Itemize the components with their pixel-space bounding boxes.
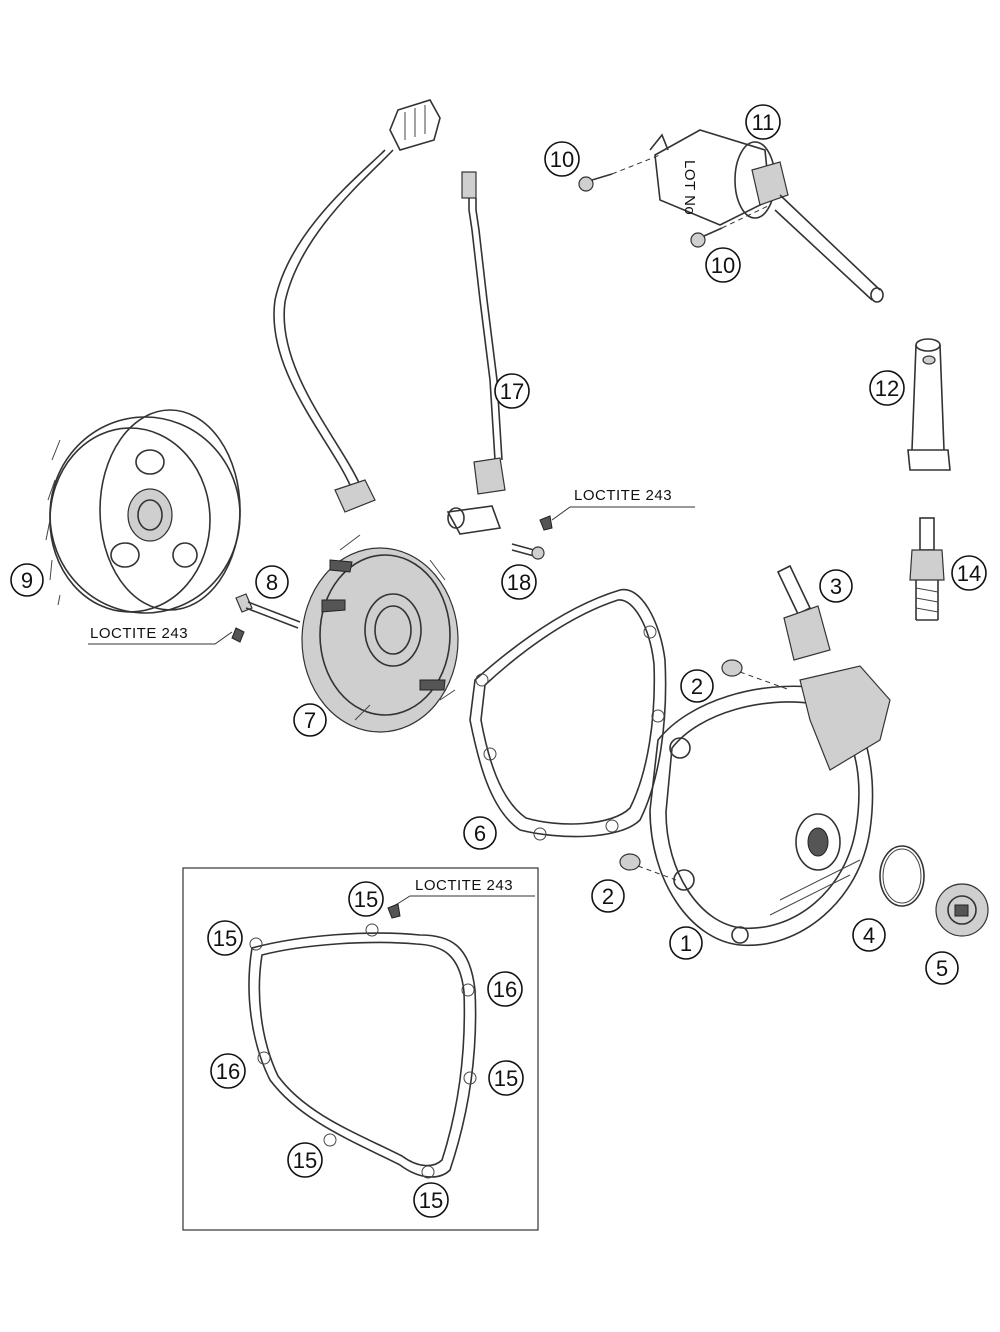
callout-circle [10,563,44,597]
callout-number: 15 [354,887,378,912]
callout-16: 16 [487,971,523,1007]
dowel-pins [619,659,791,881]
stator-bolt [231,593,301,643]
ignition-coil: LOT No [649,129,884,303]
callout-circle [819,569,853,603]
callout-circle [463,816,497,850]
callout-circle [925,951,959,985]
callout-circle [210,1053,246,1089]
callout-circle [501,564,537,600]
inset-gasket-panel [182,867,539,1231]
callout-8: 8 [255,565,289,599]
callout-10: 10 [544,141,580,177]
callout-circle [669,926,703,960]
cover-bracket [776,564,831,661]
callout-number: 9 [21,568,33,593]
callout-circle [745,104,781,140]
callout-15: 15 [287,1142,323,1178]
cover-plug [935,883,989,937]
svg-text:LOCTITE 243: LOCTITE 243 [415,877,513,894]
callout-17: 17 [494,373,530,409]
callout-number: 12 [875,376,899,401]
callout-6: 6 [463,816,497,850]
callout-circle [680,669,714,703]
callout-5: 5 [925,951,959,985]
callout-16: 16 [210,1053,246,1089]
svg-text:LOCTITE 243: LOCTITE 243 [90,625,188,642]
callout-number: 17 [500,379,524,404]
callout-circle [544,141,580,177]
callout-18: 18 [501,564,537,600]
stator-assembly [273,99,459,733]
cover-gasket [469,588,667,841]
callout-4: 4 [852,918,886,952]
callout-circle [705,247,741,283]
callout-2: 2 [680,669,714,703]
loctite-label-sensor: LOCTITE 243 [551,487,695,521]
spark-plug [909,517,945,621]
callout-number: 5 [936,956,948,981]
callout-circle [951,555,987,591]
callout-7: 7 [293,703,327,737]
callout-number: 10 [711,253,735,278]
callout-circle [207,920,243,956]
callout-14: 14 [951,555,987,591]
callout-circle [293,703,327,737]
callout-circle [869,370,905,406]
callout-number: 3 [830,574,842,599]
callout-number: 4 [863,923,875,948]
generator-cover [649,665,891,947]
callout-15: 15 [348,881,384,917]
callout-circle [413,1182,449,1218]
o-ring [879,845,925,907]
callout-circle [287,1142,323,1178]
callout-15: 15 [488,1060,524,1096]
callout-number: 1 [680,931,692,956]
svg-text:LOCTITE 243: LOCTITE 243 [574,487,672,504]
loctite-label-inset: LOCTITE 243 [387,877,535,919]
callout-number: 11 [752,110,775,135]
callout-1: 1 [669,926,703,960]
coil-lot-text: LOT No [681,160,698,215]
callout-15: 15 [413,1182,449,1218]
loctite-label-stator: LOCTITE 243 [88,625,233,645]
callout-circle [494,373,530,409]
callout-number: 2 [602,884,614,909]
callout-number: 15 [293,1148,317,1173]
callout-number: 6 [474,821,486,846]
callout-number: 16 [216,1059,240,1084]
callout-3: 3 [819,569,853,603]
callout-number: 7 [304,708,316,733]
callout-number: 16 [493,977,517,1002]
callout-number: 2 [691,674,703,699]
callout-circle [488,1060,524,1096]
callout-circle [348,881,384,917]
callout-circle [591,879,625,913]
flywheel-rotor [45,409,241,614]
callout-15: 15 [207,920,243,956]
callout-11: 11 [745,104,781,140]
callout-10: 10 [705,247,741,283]
spark-plug-connector [907,338,951,471]
callout-2: 2 [591,879,625,913]
callout-circle [255,565,289,599]
callout-number: 8 [266,570,278,595]
sensor-screw [511,515,553,560]
callout-number: 18 [507,570,531,595]
callout-12: 12 [869,370,905,406]
callout-number: 15 [419,1188,443,1213]
callout-number: 15 [213,926,237,951]
callout-number: 14 [957,561,981,586]
pickup-sensor-cable [446,171,506,535]
coil-screws [578,154,771,248]
callout-9: 9 [10,563,44,597]
callout-number: 15 [494,1066,518,1091]
callout-number: 10 [550,147,574,172]
callout-circle [487,971,523,1007]
callout-circle [852,918,886,952]
